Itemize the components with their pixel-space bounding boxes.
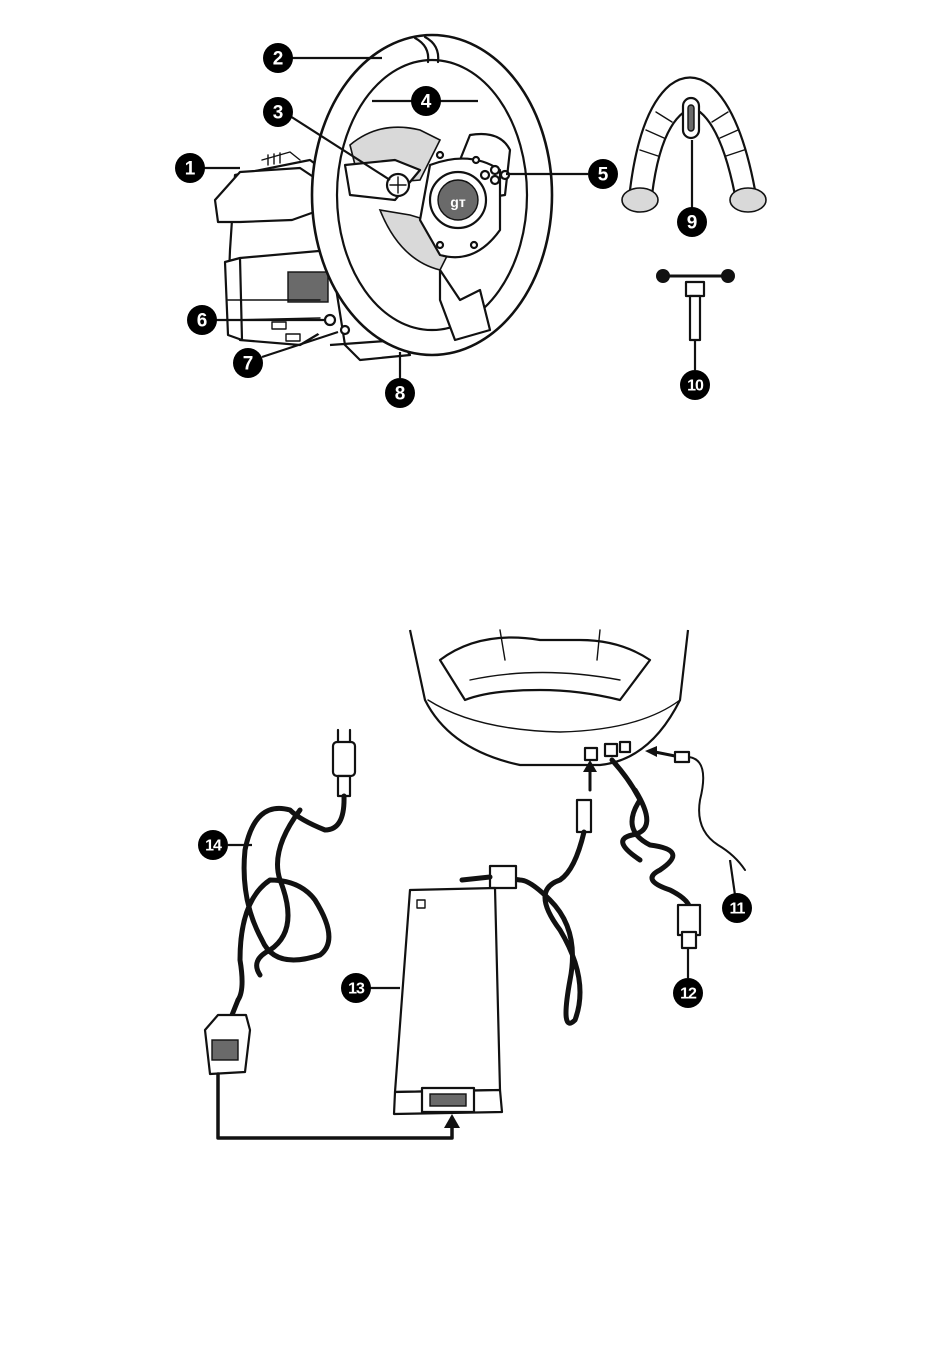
svg-text:5: 5 — [598, 165, 609, 186]
callout-8: 8 — [385, 378, 415, 408]
svg-text:4: 4 — [421, 92, 432, 113]
svg-text:13: 13 — [348, 981, 365, 998]
pedal-port — [620, 742, 630, 752]
port-7 — [341, 326, 349, 334]
callout-14: 14 — [198, 830, 228, 860]
callout-7: 7 — [233, 348, 263, 378]
usb-cable — [612, 760, 700, 978]
svg-text:10: 10 — [687, 378, 704, 395]
connection-figure — [205, 630, 745, 1138]
svg-text:6: 6 — [197, 311, 208, 332]
power-port — [585, 748, 597, 760]
svg-text:gт: gт — [450, 194, 466, 210]
clamp-top — [215, 168, 320, 222]
callout-10: 10 — [680, 370, 710, 400]
leader-11 — [730, 860, 735, 895]
callout-6: 6 — [187, 305, 217, 335]
svg-text:7: 7 — [243, 354, 254, 375]
svg-text:12: 12 — [680, 986, 697, 1003]
clamp-screw — [656, 269, 735, 370]
base-underside — [410, 630, 688, 790]
desk-clamp — [622, 78, 766, 213]
svg-text:14: 14 — [205, 838, 222, 855]
callout-4: 4 — [411, 86, 441, 116]
callout-13: 13 — [341, 973, 371, 1003]
callout-5: 5 — [588, 159, 618, 189]
callout-2: 2 — [263, 43, 293, 73]
svg-text:1: 1 — [185, 159, 196, 180]
connection-arrow — [444, 1114, 460, 1128]
vent-grille — [288, 272, 328, 302]
callout-12: 12 — [673, 978, 703, 1008]
port-6 — [325, 315, 335, 325]
usb-port — [605, 744, 617, 756]
power-adapter — [370, 888, 502, 1114]
wheel-figure: gт — [203, 35, 588, 378]
svg-text:2: 2 — [273, 49, 284, 70]
callout-3: 3 — [263, 97, 293, 127]
svg-text:3: 3 — [273, 103, 284, 124]
mains-cord — [205, 730, 355, 1074]
callout-11: 11 — [722, 893, 752, 923]
callout-9: 9 — [677, 207, 707, 237]
svg-text:8: 8 — [395, 384, 406, 405]
svg-text:9: 9 — [687, 213, 698, 234]
svg-text:11: 11 — [730, 901, 746, 918]
pedal-cable — [675, 752, 745, 895]
callout-1: 1 — [175, 153, 205, 183]
